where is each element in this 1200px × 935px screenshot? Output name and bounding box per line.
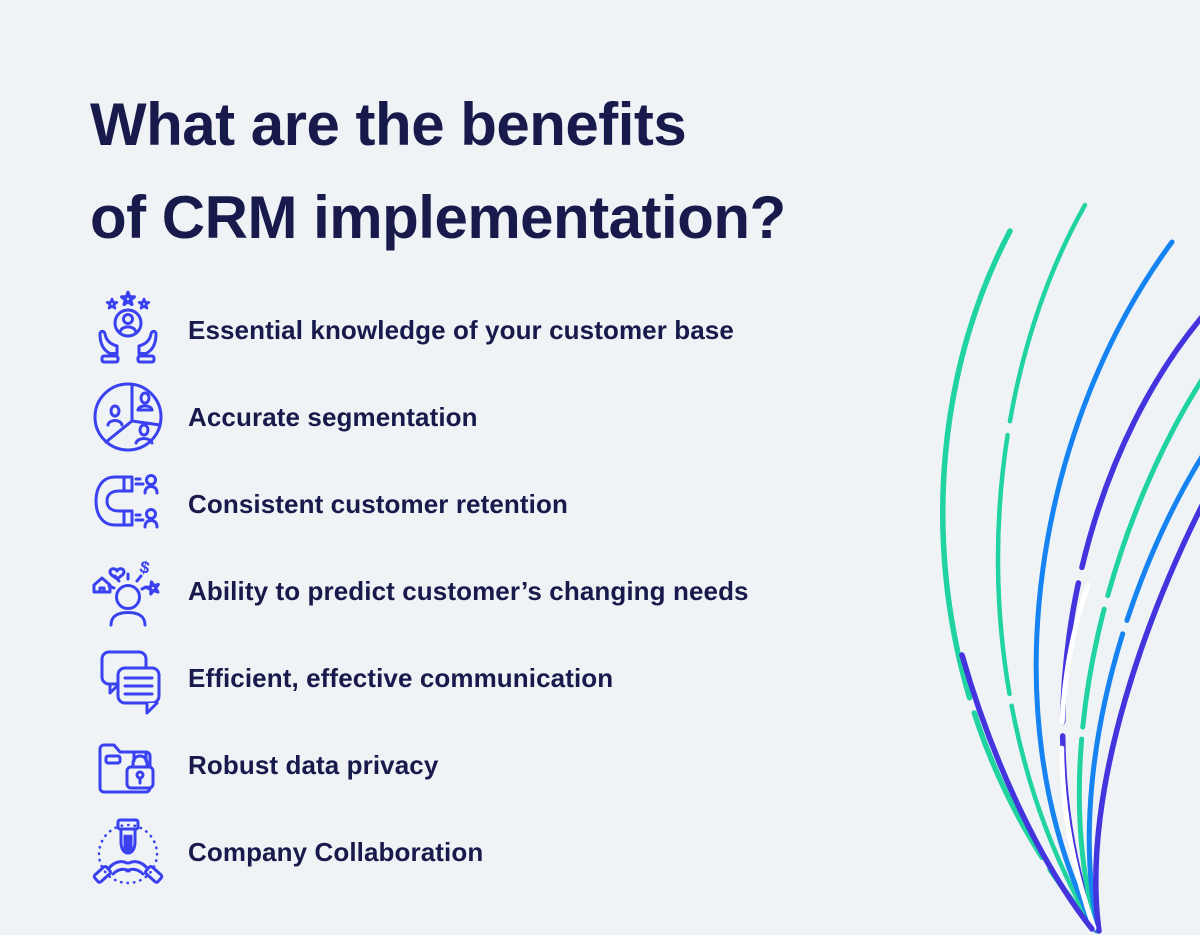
dollar-glyph: $	[138, 557, 152, 578]
data-privacy-icon	[88, 725, 168, 805]
benefit-item: $ Ability to predict customer’s changing…	[88, 551, 749, 631]
curve-green-1	[940, 228, 1100, 934]
benefit-item: Accurate segmentation	[88, 377, 749, 457]
benefit-item: Essential knowledge of your customer bas…	[88, 290, 749, 370]
benefit-item: Efficient, effective communication	[88, 638, 749, 718]
page-title-line2: of CRM implementation?	[90, 184, 786, 251]
benefit-item: Company Collaboration	[88, 812, 749, 892]
collaboration-icon	[88, 812, 168, 892]
benefit-item: Robust data privacy	[88, 725, 749, 805]
page-title-line1: What are the benefits	[90, 91, 687, 158]
benefits-list: Essential knowledge of your customer bas…	[88, 290, 749, 892]
curve-indigo-1	[1059, 315, 1200, 933]
customer-care-icon	[88, 290, 168, 370]
curve-blue-1	[1033, 239, 1175, 932]
benefit-label: Company Collaboration	[188, 836, 484, 867]
magnet-icon	[88, 464, 168, 544]
page-title: What are the benefits of CRM implementat…	[90, 78, 786, 264]
benefit-label: Essential knowledge of your customer bas…	[188, 314, 734, 345]
segmentation-icon	[88, 377, 168, 457]
benefit-label: Accurate segmentation	[188, 401, 478, 432]
benefit-label: Efficient, effective communication	[188, 662, 614, 693]
predict-needs-icon: $	[88, 551, 168, 631]
curve-indigo-3	[959, 652, 1095, 932]
curve-white-1	[1059, 582, 1097, 931]
benefit-item: Consistent customer retention	[88, 464, 749, 544]
benefit-label: Consistent customer retention	[188, 488, 568, 519]
benefit-label: Ability to predict customer’s changing n…	[188, 575, 749, 606]
curve-indigo-2	[1093, 503, 1200, 934]
curve-green-3	[1076, 378, 1200, 933]
curve-blue-2	[1086, 455, 1200, 933]
benefit-label: Robust data privacy	[188, 749, 439, 780]
communication-icon	[88, 638, 168, 718]
curve-green-2	[995, 202, 1097, 932]
